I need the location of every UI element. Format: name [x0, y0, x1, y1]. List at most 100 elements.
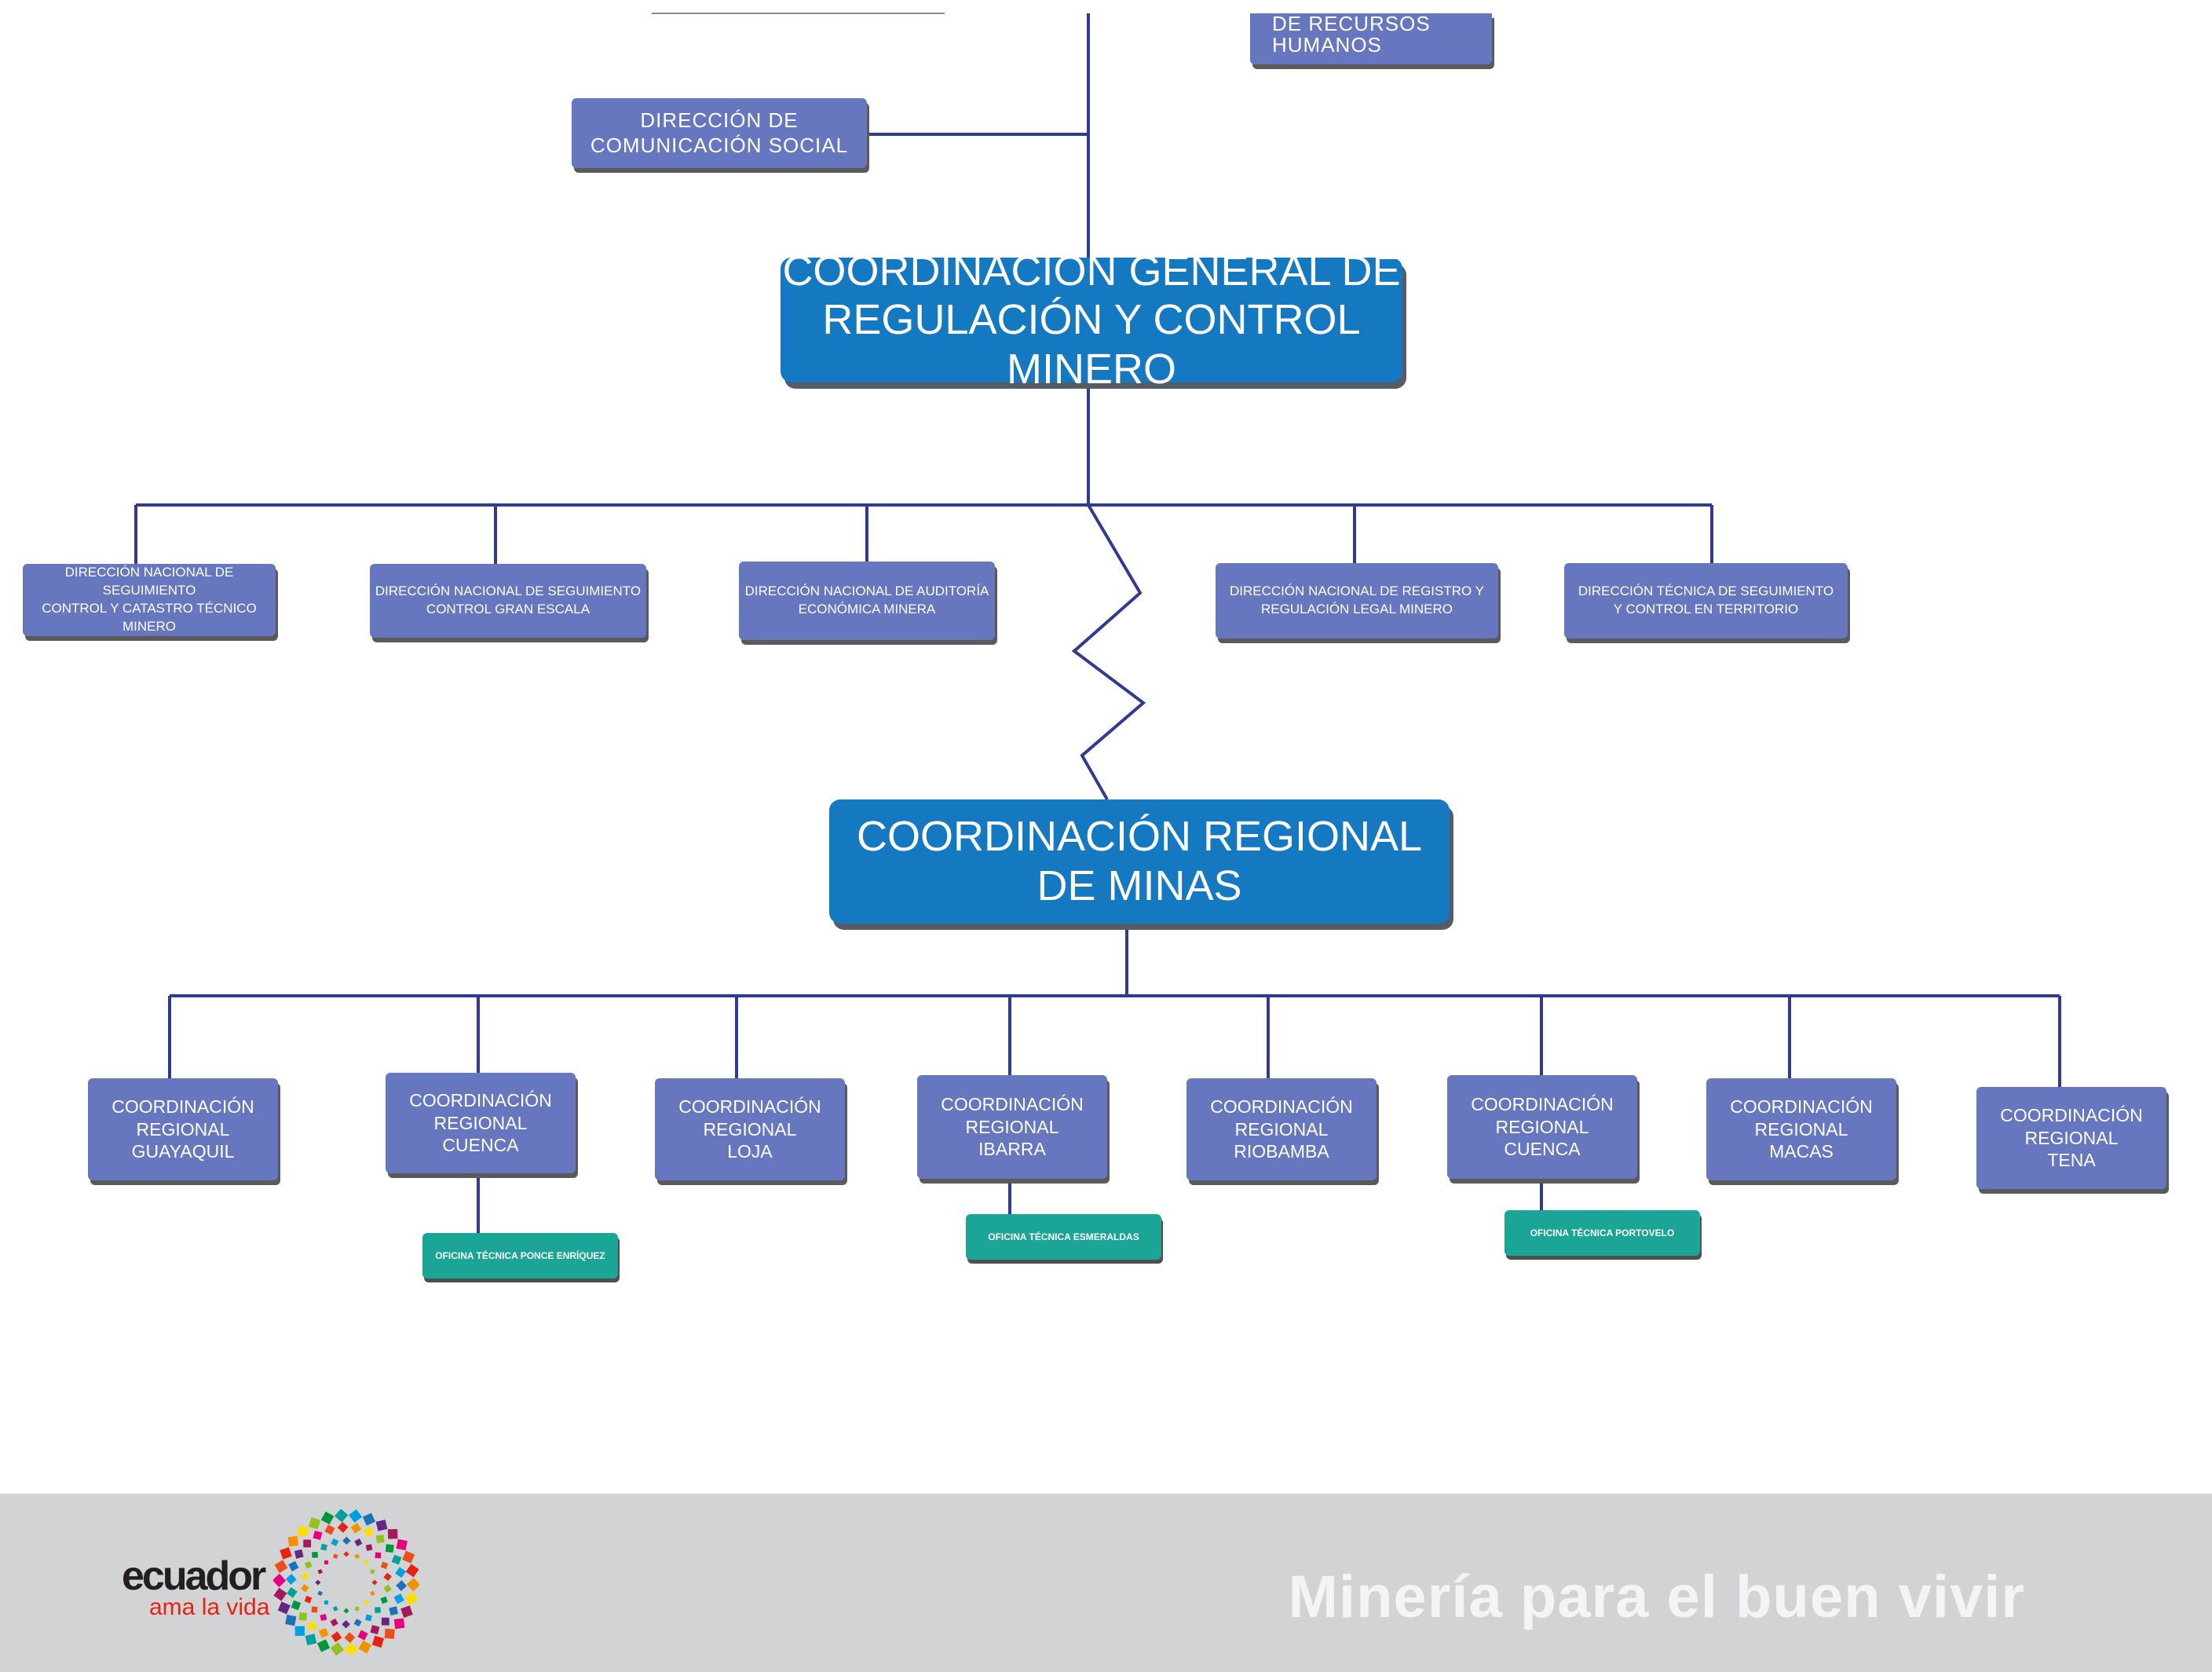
logo-wheel-tile [301, 1571, 309, 1581]
logo-wheel-tile [375, 1535, 385, 1544]
logo-wheel-tile [301, 1584, 309, 1593]
logo-wheel-tile [287, 1535, 299, 1547]
logo-wheel-tile [402, 1550, 415, 1564]
logo-wheel-tile [291, 1600, 302, 1611]
logo-wheel-tile [303, 1539, 312, 1548]
ecuador-logo-tagline: ama la vida [149, 1594, 270, 1620]
logo-wheel-tile [371, 1579, 378, 1586]
logo-wheel-tile [342, 1536, 351, 1546]
logo-wheel-tile [396, 1580, 408, 1592]
logo-wheel-tile [387, 1529, 398, 1539]
logo-wheel-tile [357, 1630, 368, 1641]
logo-wheel-tile [385, 1544, 394, 1553]
logo-wheel-tile [365, 1614, 372, 1622]
direccion-comunicacion-social: DIRECCIÓN DE COMUNICACIÓN SOCIAL [572, 98, 867, 168]
logo-wheel-tile [274, 1560, 288, 1574]
logo-wheel-tile [285, 1614, 297, 1626]
logo-wheel-tile [273, 1573, 287, 1587]
coordinacion-regional-macas: COORDINACIÓN REGIONAL MACAS [1706, 1078, 1896, 1180]
logo-wheel-tile [370, 1625, 380, 1635]
logo-wheel-tile [324, 1560, 328, 1564]
logo-wheel-tile [384, 1628, 395, 1639]
logo-wheel-tile [304, 1595, 313, 1604]
coordinacion-regional-tena: COORDINACIÓN REGIONAL TENA [1976, 1087, 2166, 1189]
logo-wheel-tile [383, 1584, 392, 1593]
regional-tena-label: COORDINACIÓN REGIONAL TENA [2000, 1104, 2143, 1171]
logo-wheel-tile [344, 1632, 356, 1644]
direccion-recursos-humanos: DE RECURSOS HUMANOS [1250, 13, 1492, 64]
logo-wheel-tile [313, 1530, 323, 1540]
logo-wheel-tile [381, 1617, 389, 1626]
direccion-gran-escala: DIRECCIÓN NACIONAL DE SEGUIMIENTO CONTRO… [370, 564, 646, 638]
logo-wheel-tile [354, 1606, 360, 1612]
logo-wheel-tile [343, 1608, 349, 1614]
logo-wheel-tile [395, 1567, 406, 1578]
oficina-ponce-enriquez-label: OFICINA TÉCNICA PONCE ENRÍQUEZ [435, 1249, 605, 1261]
logo-wheel-tile [324, 1524, 335, 1535]
logo-wheel-tile [332, 1553, 338, 1559]
zigzag-connector [1071, 503, 1146, 800]
regional-macas-label: COORDINACIÓN REGIONAL MACAS [1730, 1096, 1873, 1162]
logo-wheel-tile [331, 1631, 342, 1642]
logo-wheel-tile [370, 1568, 375, 1575]
logo-wheel-tile [400, 1605, 413, 1618]
logo-wheel-tile [320, 1511, 335, 1525]
footer-bar: ecuador ama la vida Minería para el buen… [0, 1494, 2212, 1672]
coordinacion-regional-riobamba: COORDINACIÓN REGIONAL RIOBAMBA [1186, 1078, 1377, 1180]
direccion-catastro-tecnico: DIRECCIÓN NACIONAL DE SEGUIMIENTO CONTRO… [23, 564, 276, 636]
logo-wheel-tile [280, 1547, 292, 1560]
logo-wheel-tile [364, 1601, 369, 1605]
logo-wheel-tile [383, 1572, 392, 1581]
direccion-auditoria-economica: DIRECCIÓN NACIONAL DE AUDITORÍA ECONÓMIC… [739, 562, 995, 640]
logo-wheel-tile [335, 1509, 349, 1523]
logo-wheel-tile [349, 1509, 363, 1523]
logo-wheel-tile [343, 1551, 349, 1557]
regional-cuenca-label: COORDINACIÓN REGIONAL CUENCA [409, 1089, 552, 1156]
footer-slogan: Minería para el buen vivir [1288, 1564, 2025, 1630]
logo-wheel-tile [393, 1618, 405, 1630]
logo-wheel-tile [312, 1551, 318, 1558]
logo-wheel-tile [406, 1578, 419, 1592]
logo-wheel-tile [375, 1519, 388, 1531]
logo-wheel-tile [337, 1521, 349, 1533]
regional-riobamba-label: COORDINACIÓN REGIONAL RIOBAMBA [1210, 1096, 1353, 1162]
logo-wheel-tile [320, 1543, 327, 1551]
logo-wheel-tile [364, 1527, 375, 1538]
logo-wheel-tile [354, 1538, 363, 1547]
logo-wheel-tile [318, 1627, 329, 1638]
logo-wheel-tile [311, 1606, 318, 1613]
logo-wheel-tile [294, 1626, 305, 1636]
logo-wheel-tile [332, 1606, 338, 1612]
direccion-gran-escala-label: DIRECCIÓN NACIONAL DE SEGUIMIENTO CONTRO… [375, 584, 642, 616]
logo-wheel-tile [317, 1568, 323, 1575]
oficina-tecnica-esmeraldas: OFICINA TÉCNICA ESMERALDAS [966, 1214, 1161, 1260]
direccion-registro-regulacion: DIRECCIÓN NACIONAL DE REGISTRO Y REGULAC… [1216, 563, 1498, 638]
regional-guayaquil-label: COORDINACIÓN REGIONAL GUAYAQUIL [112, 1096, 254, 1162]
regional-ibarra-label: COORDINACIÓN REGIONAL IBARRA [941, 1093, 1084, 1160]
logo-wheel-tile [305, 1560, 313, 1569]
logo-wheel-tile [287, 1587, 298, 1598]
coordinacion-regional-ibarra: COORDINACIÓN REGIONAL IBARRA [917, 1075, 1107, 1179]
logo-wheel-tile [330, 1642, 344, 1656]
oficina-tecnica-ponce-enriquez: OFICINA TÉCNICA PONCE ENRÍQUEZ [422, 1233, 618, 1279]
ecuador-logo-wordmark: ecuador [122, 1553, 266, 1599]
logo-wheel-tile [354, 1553, 360, 1559]
logo-wheel-tile [273, 1587, 287, 1601]
logo-wheel-tile [315, 1579, 321, 1586]
logo-wheel-tile [330, 1618, 338, 1626]
logo-wheel-tile [393, 1593, 404, 1604]
coordinacion-regional-cuenca: COORDINACIÓN REGIONAL CUENCA [386, 1073, 576, 1173]
oficina-esmeraldas-label: OFICINA TÉCNICA ESMERALDAS [988, 1231, 1139, 1242]
logo-wheel-tile [389, 1606, 399, 1616]
logo-wheel-tile [308, 1517, 321, 1530]
logo-wheel-tile [285, 1573, 297, 1585]
coordinacion-regional-loja: COORDINACIÓN REGIONAL LOJA [655, 1078, 845, 1180]
coordinacion-general-regulacion-label: COORDINACIÓN GENERAL DE REGULACIÓN Y CON… [782, 247, 1401, 393]
logo-wheel-tile [320, 1614, 327, 1621]
logo-wheel-tile [298, 1526, 309, 1537]
logo-wheel-tile [380, 1596, 388, 1604]
logo-wheel-tile [405, 1564, 419, 1578]
logo-wheel-tile [396, 1538, 408, 1551]
